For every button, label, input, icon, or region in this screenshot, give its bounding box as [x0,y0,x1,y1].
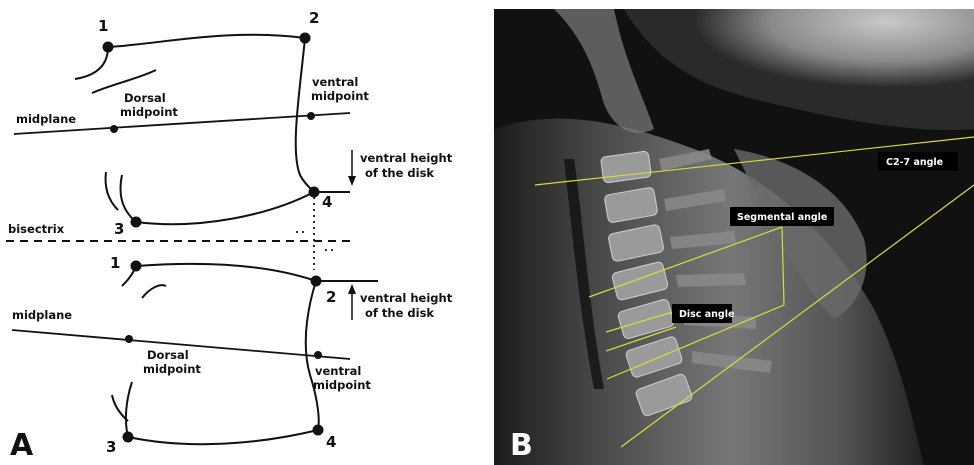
lower-label-4: 4 [326,433,336,451]
panel-a-schematic: 1 2 3 4 midplane Dorsal midpoint ventral… [0,0,490,465]
lower-label-3: 3 [106,438,116,456]
c27-angle-label: C2-7 angle [886,157,943,168]
upper-vertebra-process-1 [75,47,108,79]
upper-vertebra-process-3 [121,175,136,222]
lower-ventral-label-2: midpoint [313,378,371,392]
lower-vertebra-top-endplate [136,264,316,281]
upper-label-2: 2 [309,9,319,27]
upper-ventral-label-2: midpoint [311,89,369,103]
lower-dorsal-label-1: Dorsal [147,348,189,362]
upper-point-1 [103,42,114,53]
lower-height-label-2: of the disk [365,306,434,320]
upper-dorsal-label-2: midpoint [120,105,178,119]
bisectrix-label: bisectrix [8,222,65,236]
lower-point-2 [311,276,322,287]
upper-height-label-2: of the disk [365,166,434,180]
upper-ventral-midpoint-dot [307,112,315,120]
lower-ventral-label-1: ventral [315,364,361,378]
lower-ventral-midpoint-dot [314,351,322,359]
disc-angle-label: Disc angle [679,309,734,320]
lower-label-2: 2 [326,288,336,306]
panel-b-xray: C2-7 angle Segmental angle Disc angle B [494,9,974,465]
upper-vertebra-bottom-endplate [136,192,314,224]
upper-ventral-label-1: ventral [312,75,358,89]
lower-point-4 [313,425,324,436]
upper-vertebra-top-endplate [108,35,305,47]
segmental-angle-tag: Segmental angle [730,207,834,226]
lower-vertebra-process-3 [126,382,132,437]
panel-b-letter: B [510,428,533,463]
c27-angle-tag: C2-7 angle [878,152,958,171]
upper-vertebra-process-4 [106,172,119,210]
upper-vertebra-process-2 [92,70,156,93]
lower-dorsal-label-2: midpoint [143,362,201,376]
upper-arrowhead-down [348,176,356,186]
upper-dorsal-midpoint-dot [110,125,118,133]
upper-point-3 [131,217,142,228]
upper-midplane-label: midplane [16,112,76,126]
upper-label-1: 1 [98,17,108,35]
lower-vertebra-process-2 [142,285,166,298]
upper-point-2 [300,33,311,44]
lower-dorsal-midpoint-dot [125,335,133,343]
lower-height-label-1: ventral height [360,291,453,305]
lower-midplane-label: midplane [12,308,72,322]
panel-a-letter: A [10,428,34,463]
upper-dorsal-label-1: Dorsal [124,91,166,105]
segmental-angle-label: Segmental angle [737,212,827,223]
lower-label-1: 1 [110,254,120,272]
upper-point-4 [309,187,320,198]
upper-label-3: 3 [114,220,124,238]
upper-height-label-1: ventral height [360,151,453,165]
upper-label-4: 4 [322,193,332,211]
lower-point-1 [131,261,142,272]
lower-arrowhead-up [348,284,356,294]
lower-point-3 [123,432,134,443]
lower-vertebra-bottom-endplate [128,430,318,444]
disc-angle-tag: Disc angle [672,304,734,323]
